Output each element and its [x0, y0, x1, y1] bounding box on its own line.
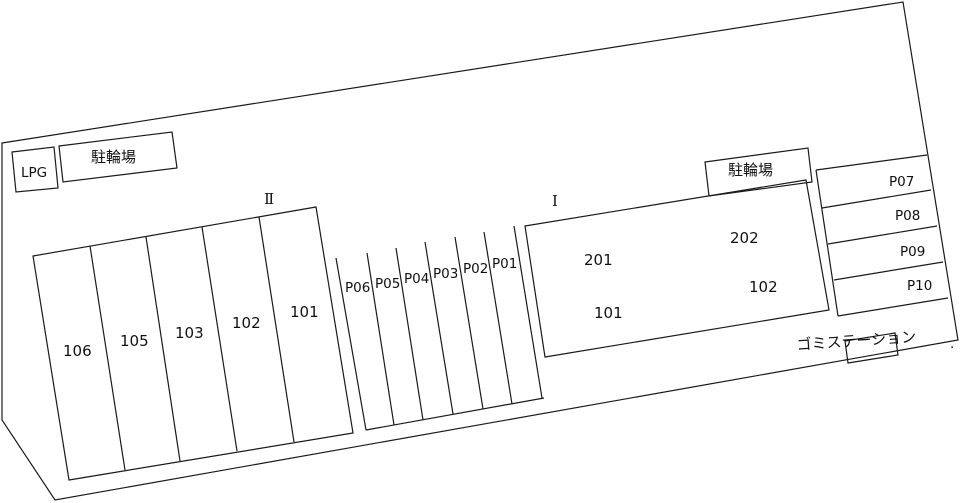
parking-p06: P06 [345, 280, 370, 296]
building-1 [524, 179, 830, 358]
parking-p09: P09 [900, 244, 925, 260]
unit-101-bldg1: 101 [594, 304, 623, 322]
lpg-label: LPG [21, 165, 47, 181]
garbage-station-box [844, 332, 899, 364]
parking-p01: P01 [492, 256, 517, 272]
unit-101-bldg2: 101 [290, 303, 319, 321]
garbage-station-dot: . [950, 336, 954, 352]
building-2 [32, 206, 354, 481]
unit-201: 201 [584, 251, 613, 269]
unit-102-bldg2: 102 [232, 314, 261, 332]
parking-p03: P03 [433, 266, 458, 282]
parking-p07: P07 [889, 174, 914, 190]
bike-parking-left [58, 131, 178, 183]
parking-p08: P08 [895, 208, 920, 224]
unit-105: 105 [120, 332, 149, 350]
parking-p10: P10 [907, 278, 932, 294]
bike-parking-right [704, 147, 813, 197]
unit-103: 103 [175, 324, 204, 342]
parking-right-lines [815, 154, 949, 317]
parking-p04: P04 [404, 271, 429, 287]
building-2-name: Ⅱ [264, 190, 274, 208]
unit-106: 106 [63, 342, 92, 360]
parking-p05: P05 [375, 276, 400, 292]
bike-parking-left-label: 駐輪場 [91, 148, 136, 166]
parking-center-lines [335, 225, 545, 431]
building-1-name: Ⅰ [552, 192, 558, 210]
parking-p02: P02 [463, 261, 488, 277]
unit-102-bldg1: 102 [749, 278, 778, 296]
unit-202: 202 [730, 229, 759, 247]
bike-parking-right-label: 駐輪場 [728, 161, 773, 179]
lpg-box [11, 146, 59, 193]
building-2-dividers [89, 216, 295, 471]
